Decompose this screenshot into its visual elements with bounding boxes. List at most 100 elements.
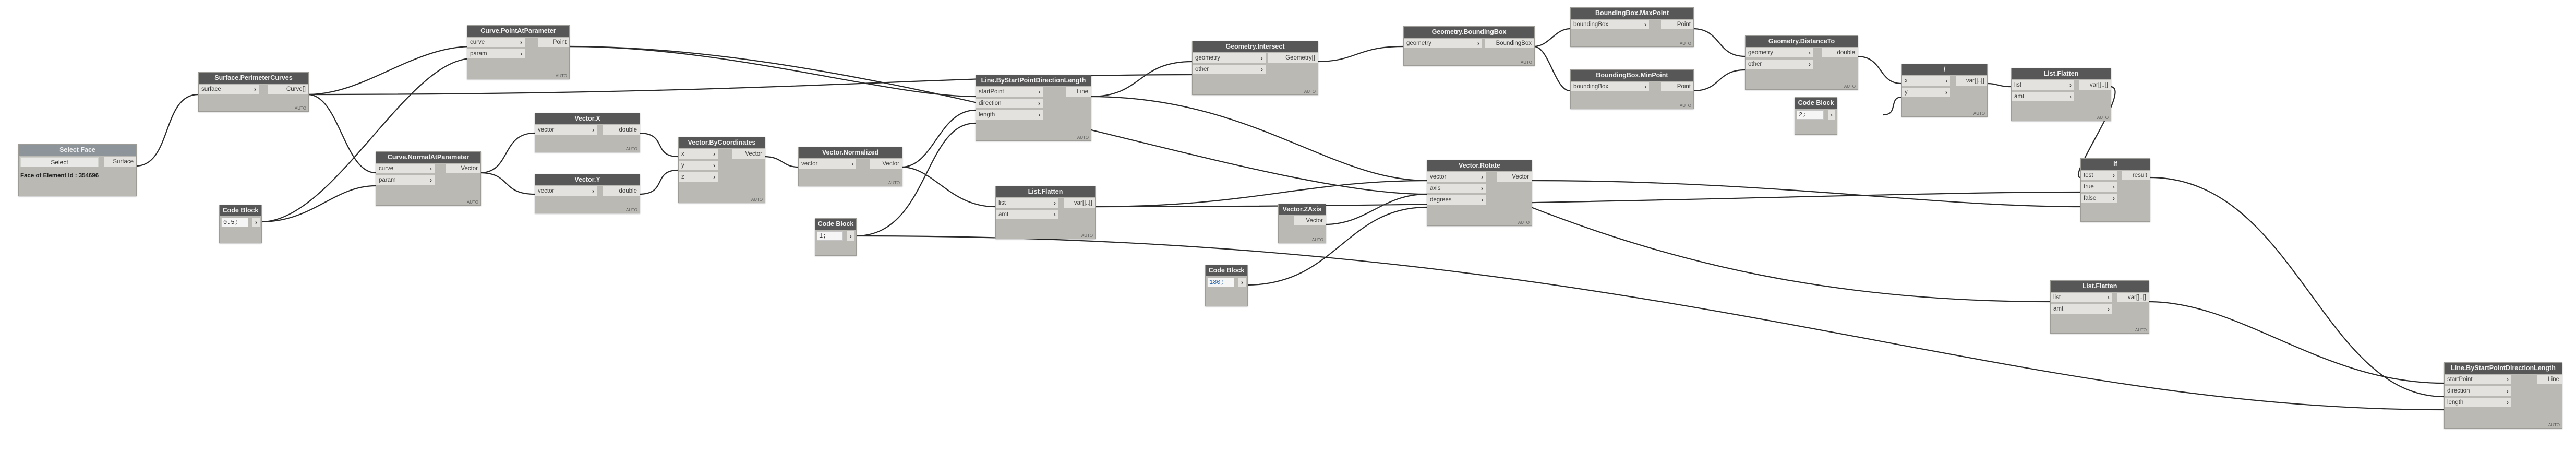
input-port[interactable]: boundingBox› — [1571, 82, 1649, 91]
output-port[interactable]: › — [847, 231, 854, 241]
code-input[interactable]: 1; — [817, 231, 843, 241]
input-port[interactable]: degrees› — [1427, 195, 1486, 205]
input-port[interactable]: z› — [679, 172, 718, 182]
geometry-intersect-node[interactable]: Geometry.Intersect geometry› Geometry[] … — [1192, 41, 1318, 95]
output-port[interactable]: › — [252, 218, 260, 227]
normalized-node[interactable]: Vector.Normalized vector› Vector AUTO — [798, 147, 902, 186]
code-block-node[interactable]: Code Block 2; › — [1795, 97, 1837, 135]
input-port[interactable]: startPoint› — [976, 87, 1043, 97]
output-port[interactable]: BoundingBox — [1485, 39, 1534, 48]
output-port[interactable]: var[]..[] — [1064, 198, 1095, 208]
input-port[interactable]: length› — [2445, 398, 2511, 407]
line-by-start-point-node[interactable]: Line.ByStartPointDirectionLength startPo… — [976, 75, 1091, 141]
point-at-parameter-node[interactable]: Curve.PointAtParameter curve› Point para… — [467, 25, 570, 79]
if-node[interactable]: If test› result true› false› — [2080, 158, 2150, 222]
list-flatten-node[interactable]: List.Flatten list› var[]..[] amt› AUTO — [995, 186, 1096, 239]
output-port[interactable]: double — [603, 186, 640, 196]
code-block-node[interactable]: Code Block 1; › — [815, 218, 857, 256]
perimeter-curves-node[interactable]: Surface.PerimeterCurves surface› Curve[]… — [198, 72, 309, 112]
node-title: Code Block — [1206, 265, 1247, 276]
input-port[interactable]: list› — [2012, 80, 2074, 90]
output-port[interactable]: Point — [1661, 20, 1693, 29]
output-port[interactable]: Vector — [1497, 172, 1532, 182]
input-port[interactable]: surface› — [199, 85, 259, 94]
input-port[interactable]: param› — [376, 175, 435, 185]
output-port[interactable]: › — [1828, 110, 1835, 120]
output-port[interactable]: Point — [1661, 82, 1693, 91]
input-port[interactable]: x› — [679, 149, 718, 159]
input-port[interactable]: y› — [679, 161, 718, 170]
input-port[interactable]: boundingBox› — [1571, 20, 1649, 29]
input-port[interactable]: true› — [2081, 182, 2117, 192]
output-port[interactable]: double — [603, 125, 640, 135]
input-port[interactable]: false› — [2081, 194, 2117, 203]
by-coordinates-node[interactable]: Vector.ByCoordinates x› Vector y› z› AUT… — [678, 137, 765, 203]
input-port[interactable]: geometry› — [1746, 48, 1813, 57]
output-port[interactable]: Vector — [1294, 216, 1326, 225]
output-port[interactable]: Point — [538, 38, 569, 47]
output-port[interactable]: › — [1238, 278, 1246, 287]
input-port[interactable]: amt› — [2012, 92, 2074, 101]
list-flatten-node[interactable]: List.Flatten list› var[]..[] amt› AUTO — [2011, 68, 2111, 121]
output-port[interactable]: Vector — [446, 164, 480, 173]
input-port[interactable]: vector› — [799, 159, 856, 169]
code-block-node[interactable]: Code Block 0.5; › — [219, 205, 262, 243]
output-port[interactable]: Line — [1066, 87, 1091, 97]
lacing-label: AUTO — [1973, 111, 1985, 116]
output-port[interactable]: var[]..[] — [2117, 293, 2149, 302]
code-input[interactable]: 0.5; — [221, 218, 248, 227]
code-block-node[interactable]: Code Block 180; › — [1205, 265, 1248, 306]
bounding-box-node[interactable]: Geometry.BoundingBox geometry› BoundingB… — [1403, 26, 1535, 66]
vector-x-node[interactable]: Vector.X vector› double AUTO — [535, 113, 640, 152]
input-port[interactable]: y› — [1902, 88, 1950, 97]
input-port[interactable]: amt› — [996, 210, 1058, 219]
output-port[interactable]: Line — [2537, 375, 2562, 384]
bounding-box-min-point-node[interactable]: BoundingBox.MinPoint boundingBox› Point … — [1570, 69, 1694, 109]
input-port[interactable]: direction› — [2445, 386, 2511, 396]
input-port[interactable]: curve› — [376, 164, 435, 173]
node-title: Vector.ZAxis — [1279, 204, 1326, 215]
normal-at-parameter-node[interactable]: Curve.NormalAtParameter curve› Vector pa… — [376, 151, 481, 206]
output-port[interactable]: Surface — [104, 157, 136, 167]
output-port[interactable]: Curve[] — [268, 85, 308, 94]
input-port[interactable]: geometry› — [1404, 39, 1482, 48]
output-port[interactable]: result — [2122, 171, 2150, 180]
code-input[interactable]: 180; — [1207, 278, 1234, 287]
vector-y-node[interactable]: Vector.Y vector› double AUTO — [535, 174, 640, 213]
node-title: Surface.PerimeterCurves — [199, 73, 308, 84]
vector-zaxis-node[interactable]: Vector.ZAxis Vector AUTO — [1278, 204, 1326, 243]
input-port[interactable]: vector› — [535, 125, 597, 135]
output-port[interactable]: var[]..[] — [1956, 76, 1987, 86]
code-input[interactable]: 2; — [1797, 110, 1824, 120]
division-node[interactable]: / x› var[]..[] y› AUTO — [1901, 64, 1988, 117]
input-port[interactable]: direction› — [976, 99, 1043, 108]
input-port[interactable]: test› — [2081, 171, 2117, 180]
bounding-box-max-point-node[interactable]: BoundingBox.MaxPoint boundingBox› Point … — [1570, 7, 1694, 47]
geometry-distance-to-node[interactable]: Geometry.DistanceTo geometry› double oth… — [1745, 35, 1858, 90]
select-button[interactable]: Select — [20, 157, 99, 167]
input-port[interactable]: list› — [2051, 293, 2112, 302]
input-port[interactable]: geometry› — [1193, 53, 1266, 63]
input-port[interactable]: x› — [1902, 76, 1950, 86]
list-flatten-node[interactable]: List.Flatten list› var[]..[] amt› AUTO — [2050, 280, 2149, 334]
input-port[interactable]: other› — [1746, 60, 1813, 69]
output-port[interactable]: Vector — [732, 149, 765, 159]
input-port[interactable]: list› — [996, 198, 1058, 208]
output-port[interactable]: Vector — [870, 159, 902, 169]
line-by-start-point-node[interactable]: Line.ByStartPointDirectionLength startPo… — [2444, 362, 2562, 429]
input-port[interactable]: startPoint› — [2445, 375, 2511, 384]
output-port[interactable]: var[]..[] — [2079, 80, 2111, 90]
output-port[interactable]: double — [1822, 48, 1858, 57]
input-port[interactable]: curve› — [467, 38, 525, 47]
input-port[interactable]: amt› — [2051, 304, 2112, 314]
output-port[interactable]: Geometry[] — [1268, 53, 1318, 63]
input-port[interactable]: axis› — [1427, 184, 1486, 193]
vector-rotate-node[interactable]: Vector.Rotate vector› Vector axis› degre… — [1427, 160, 1532, 226]
input-port[interactable]: param› — [467, 49, 525, 58]
input-port[interactable]: vector› — [535, 186, 597, 196]
input-port[interactable]: other› — [1193, 65, 1266, 74]
wire — [855, 122, 976, 237]
input-port[interactable]: length› — [976, 110, 1043, 120]
input-port[interactable]: vector› — [1427, 172, 1486, 182]
select-face-node[interactable]: Select Face Select Surface Face of Eleme… — [18, 144, 137, 196]
